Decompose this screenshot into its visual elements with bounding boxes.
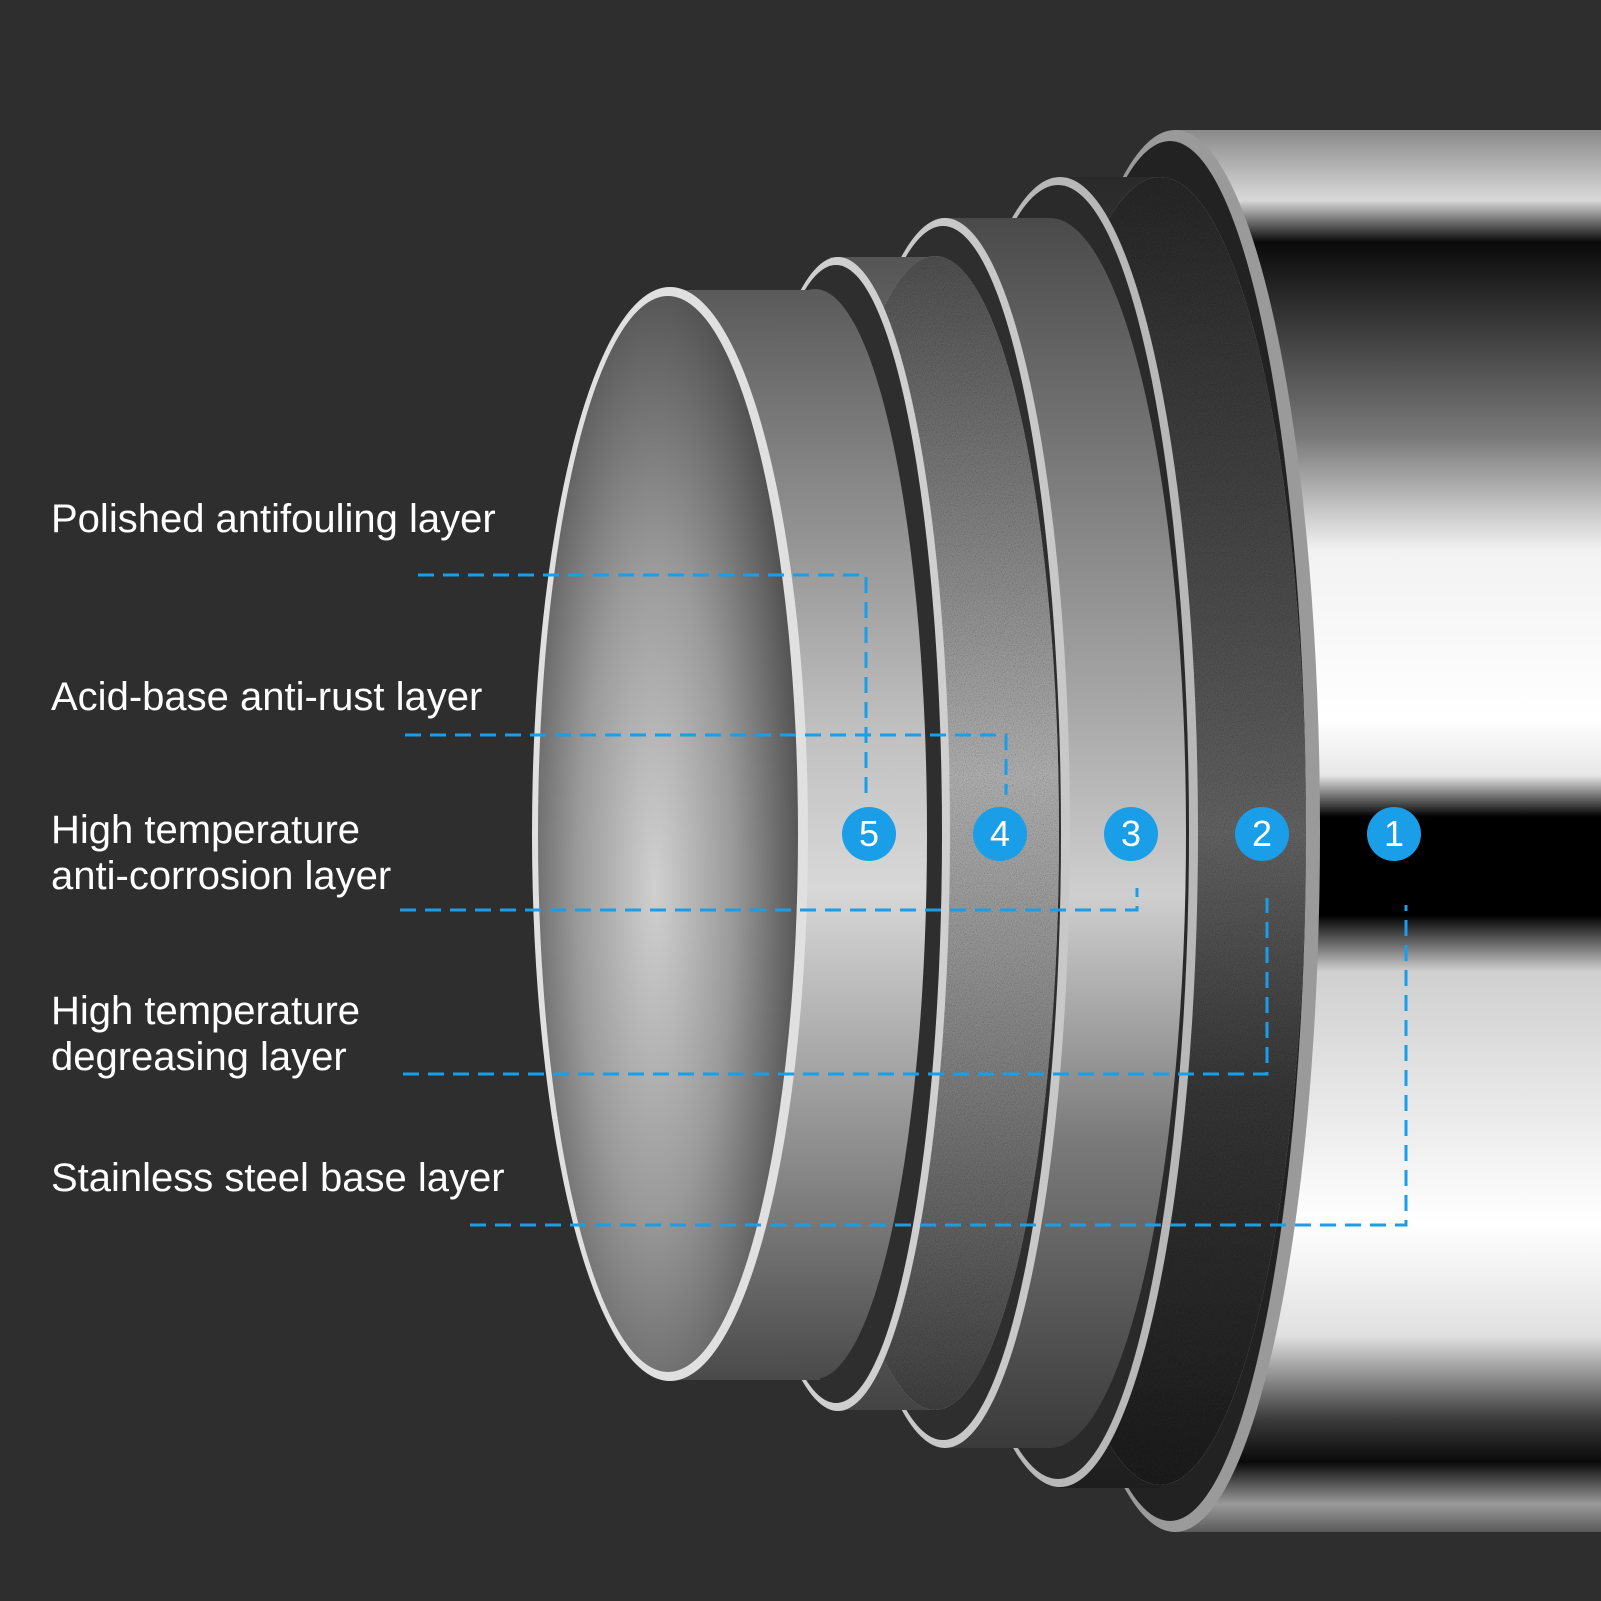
badge-3: 3 [1104, 807, 1158, 861]
layer-5-polished-antifouling [532, 287, 927, 1381]
badge-5: 5 [842, 807, 896, 861]
leader-line-1 [470, 905, 1408, 1227]
badge-4: 4 [973, 807, 1027, 861]
leader-line-4 [405, 733, 1008, 795]
label-stainless-steel-base: Stainless steel base layer [51, 1156, 505, 1200]
label-degreasing: High temperature degreasing layer [51, 989, 361, 1079]
leader-line-2 [403, 898, 1269, 1076]
leader-line-3 [400, 888, 1139, 912]
badge-2: 2 [1235, 807, 1289, 861]
badge-1: 1 [1367, 807, 1421, 861]
label-polished-antifouling: Polished antifouling layer [51, 497, 496, 541]
leader-lines [400, 573, 1408, 1227]
label-acid-base-anti-rust: Acid-base anti-rust layer [51, 675, 483, 719]
label-anti-corrosion: High temperature anti-corrosion layer [51, 808, 392, 898]
